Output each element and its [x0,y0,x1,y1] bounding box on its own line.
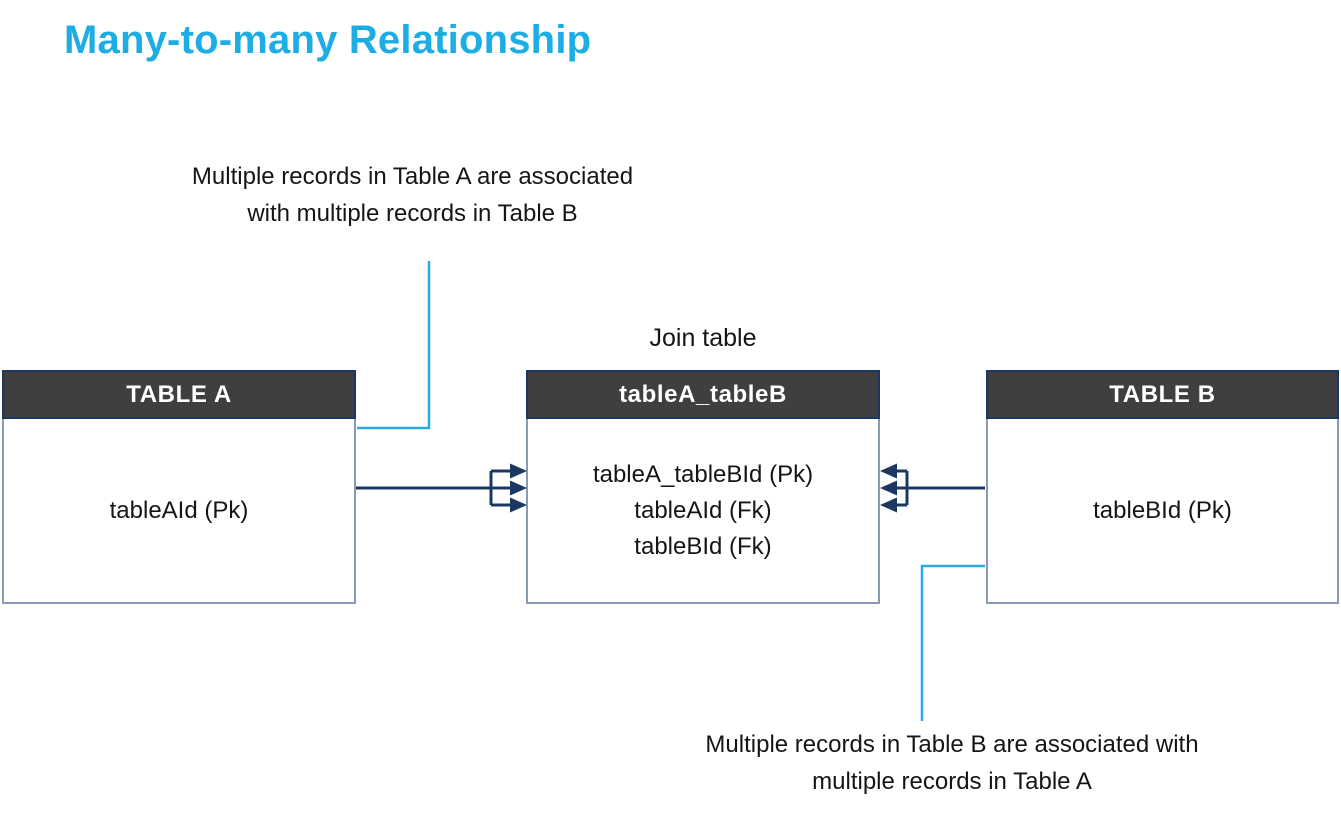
arrowhead-icon [880,480,897,496]
connector-table-a-to-join [356,463,527,513]
annotation-table-a-line1: Multiple records in Table A are associat… [191,163,634,190]
entity-table-a: TABLE A tableAId (Pk) [2,370,356,604]
annotation-table-b: Multiple records in Table B are associat… [618,726,1286,800]
annotation-table-b-line2: multiple records in Table A [812,768,1092,795]
annotation-table-b-line1: Multiple records in Table B are associat… [705,731,1199,758]
arrowhead-icon [510,463,527,479]
arrowhead-icon [510,497,527,513]
arrowhead-icon [880,463,897,479]
field-tableAId-fk: tableAId (Fk) [634,496,772,524]
leader-line-table-b [920,564,985,721]
annotation-table-a: Multiple records in Table A are associat… [125,158,700,232]
leader-line-table-a [357,261,431,430]
entity-join-table: tableA_tableB tableA_tableBId (Pk) table… [526,370,880,604]
entity-table-b-header: TABLE B [986,370,1339,419]
join-table-label: Join table [649,324,757,352]
field-tableAId-pk: tableAId (Pk) [109,496,249,524]
entity-join-table-fields: tableA_tableBId (Pk) tableAId (Fk) table… [528,419,878,602]
arrowhead-icon [880,497,897,513]
arrowhead-icon [510,480,527,496]
connector-table-b-to-join [880,463,985,513]
entity-join-table-header: tableA_tableB [526,370,880,419]
page-title: Many-to-many Relationship [64,18,592,62]
entity-table-a-header: TABLE A [2,370,356,419]
field-tableA-tableBId-pk: tableA_tableBId (Pk) [592,460,814,488]
entity-table-a-fields: tableAId (Pk) [4,419,354,602]
entity-table-b-fields: tableBId (Pk) [988,419,1337,602]
field-tableBId-fk: tableBId (Fk) [634,532,772,560]
field-tableBId-pk: tableBId (Pk) [1093,496,1232,524]
annotation-table-a-line2: with multiple records in Table B [247,200,578,227]
entity-table-b: TABLE B tableBId (Pk) [986,370,1339,604]
